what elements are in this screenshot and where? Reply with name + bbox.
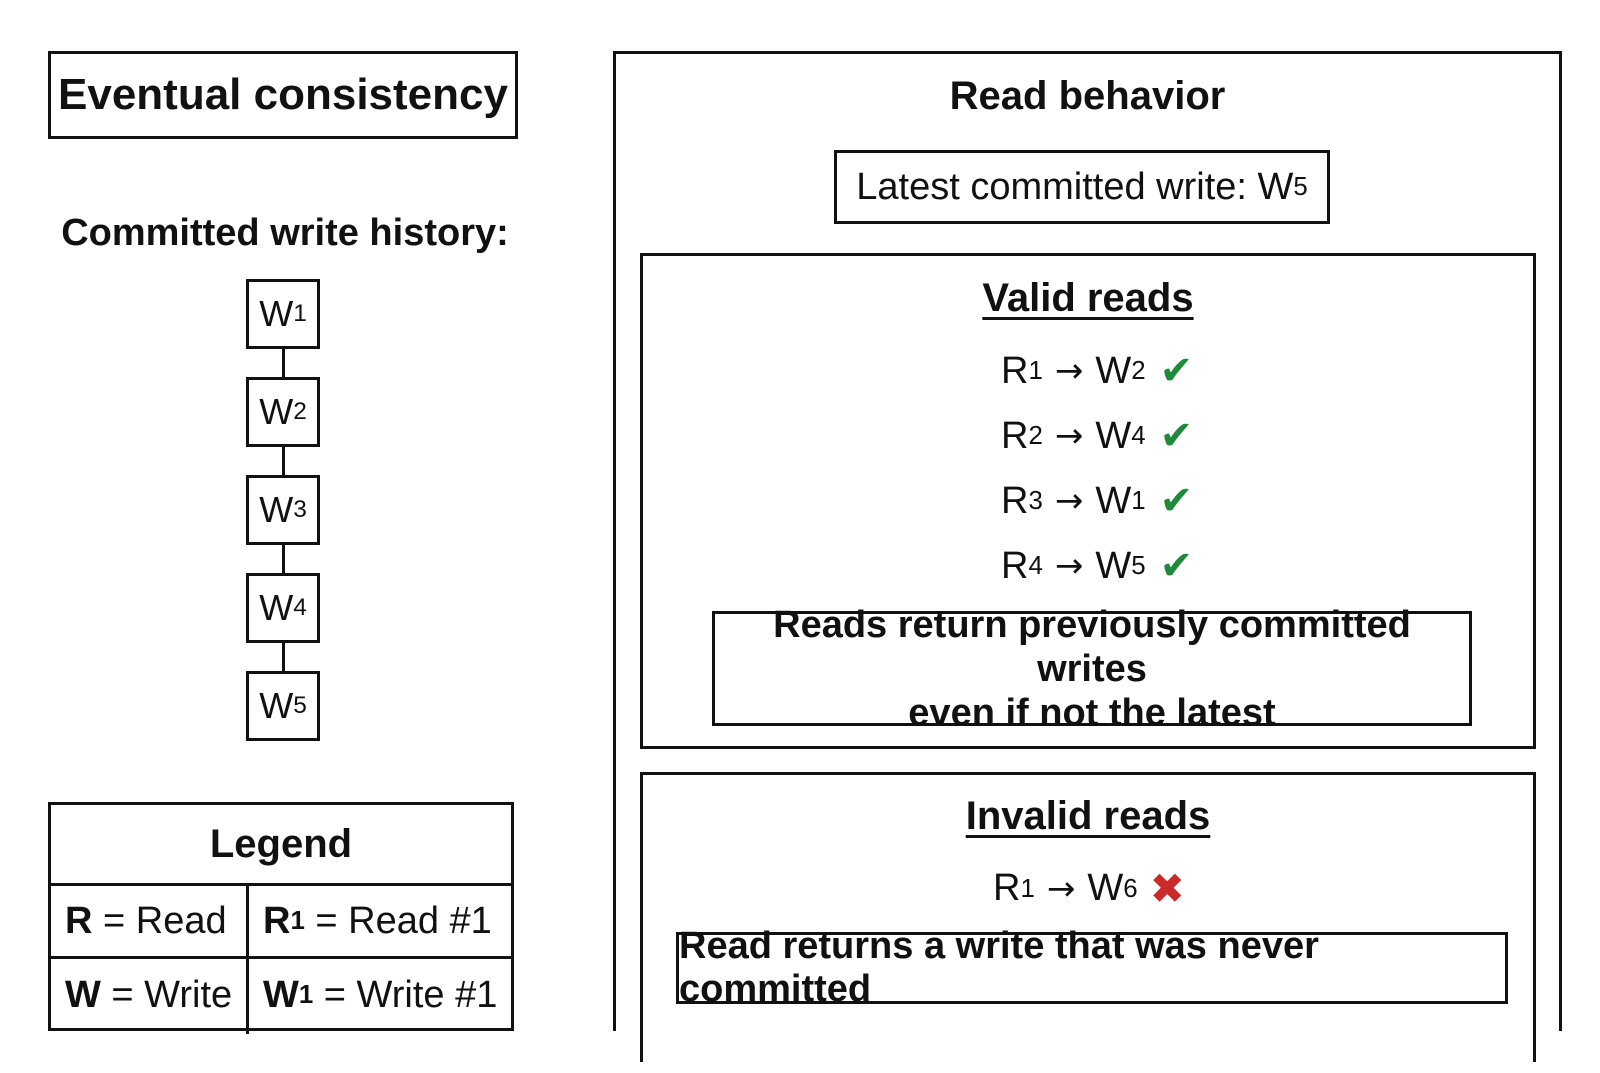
checkmark-icon: ✔ [1159,348,1194,394]
write-letter: W [1087,867,1124,909]
valid-reads-title-text: Valid reads [982,276,1194,320]
diagram-title-box: Eventual consistency [48,51,518,139]
write-letter: W [1095,479,1132,522]
invalid-reads-note: Read returns a write that was never comm… [676,925,1508,1010]
read-letter: R [1001,349,1029,392]
valid-note-line-2: even if not the latest [908,691,1276,734]
read-letter: R [1001,544,1029,587]
arrow-icon: → [1054,416,1084,456]
legend-text: = Read [92,899,227,942]
legend-divider [51,883,511,886]
read-letter: R [993,867,1021,909]
valid-reads-note: Reads return previously committed writes… [712,604,1472,734]
invalid-reads-title: Invalid reads [640,794,1536,839]
valid-reads-title: Valid reads [640,276,1536,321]
valid-note-line-1: Reads return previously committed writes [773,603,1411,690]
legend-text: = Write [100,973,233,1016]
checkmark-icon: ✔ [1159,413,1194,459]
chain-connector [282,643,285,671]
chain-connector [282,349,285,377]
cross-icon: ✖ [1149,864,1185,913]
arrow-icon: → [1054,546,1084,586]
legend-divider [51,956,511,959]
write-letter: W [259,293,294,334]
write-letter: W [259,489,294,530]
write-letter: W [259,587,294,628]
legend-symbol: W [263,973,299,1016]
chain-connector [282,545,285,573]
legend-cell-read: R = Read [51,886,246,956]
diagram-title: Eventual consistency [58,70,508,119]
arrow-icon: → [1054,481,1084,521]
legend-title: Legend [209,821,353,866]
read-letter: R [1001,479,1029,522]
write-letter: W [259,685,294,726]
latest-write-text: Latest committed write: W [856,165,1294,208]
legend-symbol: R [65,899,93,942]
write-letter: W [1095,414,1132,457]
write-letter: W [259,391,294,432]
write-letter: W [1095,349,1132,392]
legend-symbol: W [65,973,101,1016]
history-label: Committed write history: [61,212,509,254]
checkmark-icon: ✔ [1159,478,1194,524]
invalid-reads-title-text: Invalid reads [965,794,1211,838]
invalid-reads-box [640,772,1536,1062]
arrow-icon: → [1046,868,1076,909]
legend-divider [246,883,249,1034]
write-letter: W [1095,544,1132,587]
arrow-icon: → [1054,351,1084,391]
chain-connector [282,447,285,475]
legend-symbol: R [263,899,291,942]
read-letter: R [1001,414,1029,457]
legend-text: = Read #1 [304,899,492,942]
invalid-note-text: Read returns a write that was never comm… [679,925,1319,1010]
checkmark-icon: ✔ [1159,543,1194,589]
read-behavior-title: Read behavior [949,74,1226,118]
legend-cell-write: W = Write [51,959,246,1031]
legend-text: = Write #1 [313,973,498,1016]
